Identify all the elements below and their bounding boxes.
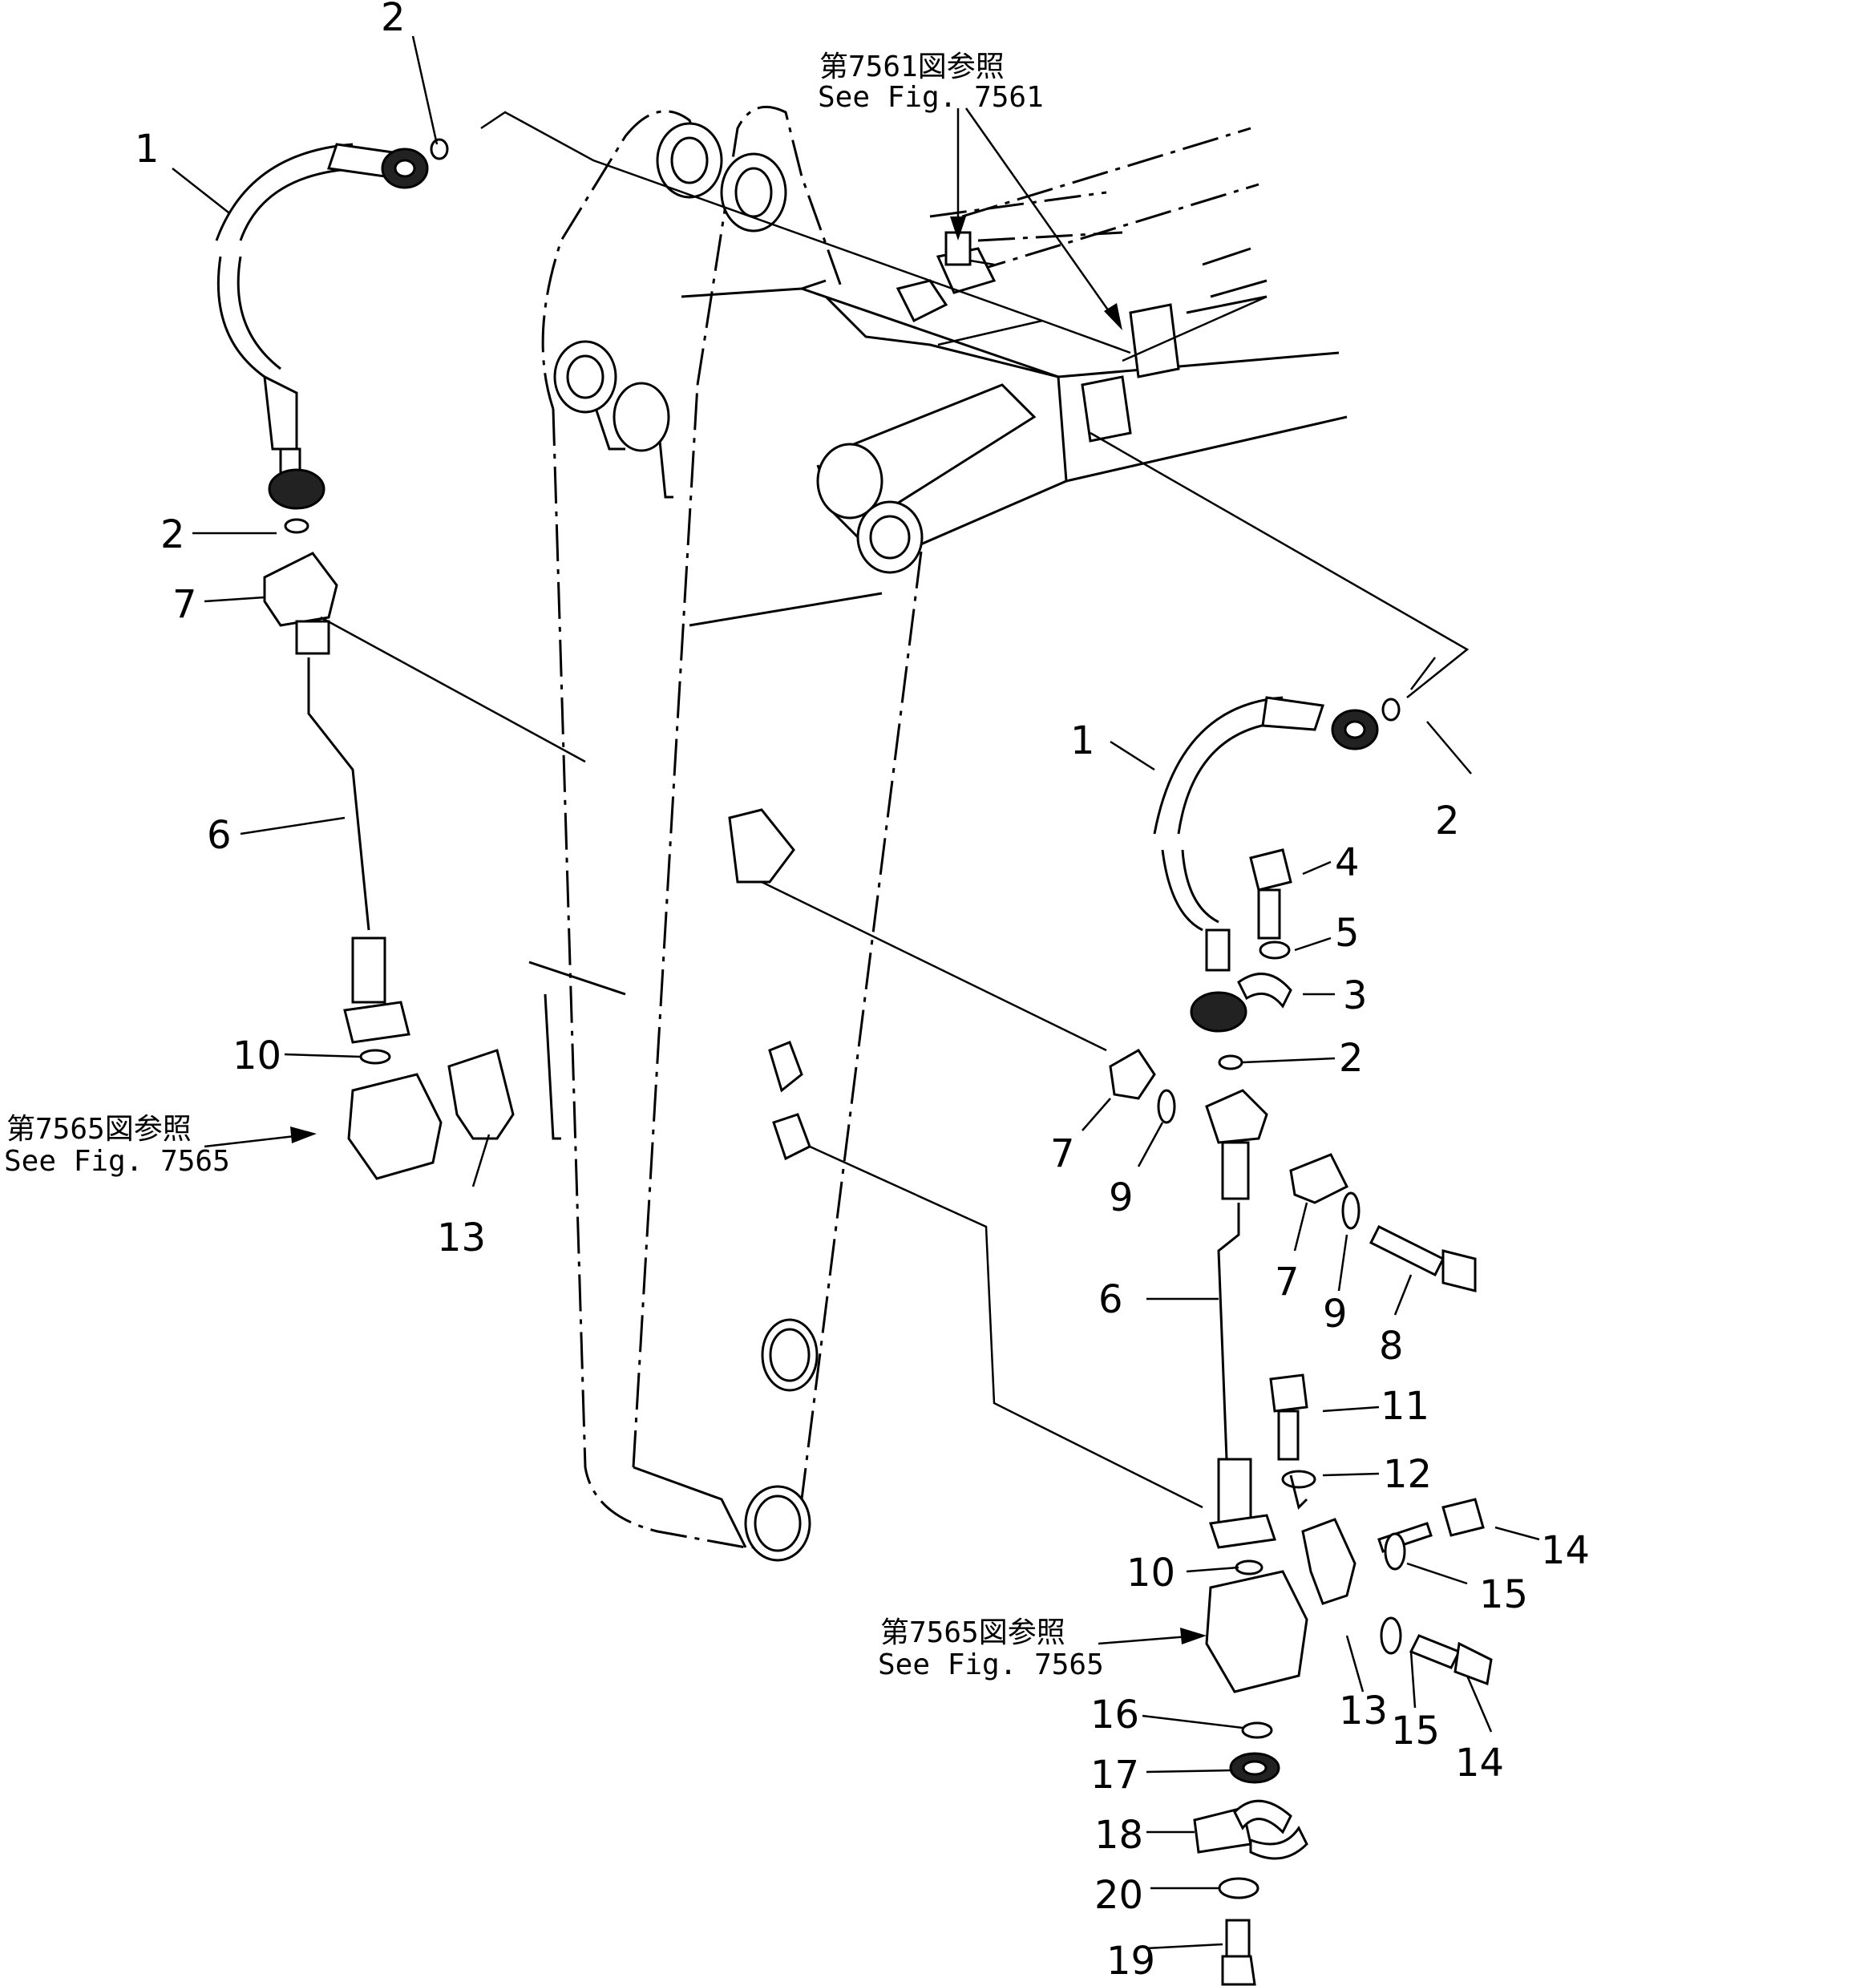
o-ring-icon	[1241, 1721, 1273, 1739]
reference-bottom-jp: 第7565図参照	[880, 1616, 1065, 1649]
callout-10: 10	[232, 1033, 281, 1078]
callout-11: 11	[1381, 1384, 1429, 1429]
callout-14: 14	[1541, 1528, 1590, 1573]
o-ring-icon	[284, 518, 309, 534]
callout-9: 9	[1109, 1175, 1134, 1220]
callout-17: 17	[1090, 1753, 1139, 1798]
callout-7: 7	[172, 582, 197, 627]
callout-19: 19	[1106, 1939, 1155, 1984]
figure-references: 第7561図参照 See Fig. 7561 第7565図参照 See Fig.…	[4, 51, 1104, 1681]
reference-bottom-en: See Fig. 7565	[878, 1648, 1104, 1681]
callout-5: 5	[1335, 911, 1360, 956]
callout-1: 1	[135, 127, 160, 172]
o-ring-icon	[1218, 1054, 1243, 1070]
callout-2: 2	[1339, 1036, 1364, 1081]
reference-top-jp: 第7561図参照	[819, 51, 1005, 83]
callout-8: 8	[1379, 1324, 1404, 1369]
callout-6: 6	[207, 813, 232, 858]
callout-2: 2	[381, 0, 406, 40]
callout-10: 10	[1126, 1551, 1175, 1596]
callout-12: 12	[1383, 1452, 1432, 1497]
right-hose-assembly	[1109, 696, 1493, 1986]
callout-20: 20	[1094, 1873, 1143, 1918]
callout-2: 2	[1435, 799, 1460, 843]
callout-16: 16	[1090, 1693, 1139, 1737]
left-hose-assembly	[215, 138, 586, 1180]
leader-lines	[172, 35, 1540, 1950]
boom-foot-housing	[801, 127, 1348, 574]
callout-3: 3	[1343, 973, 1368, 1018]
callout-labels: 2 1 2 7 6 10 13 1 2 4 5 3 2 7 9 7 9 8 6 …	[135, 0, 1590, 1984]
callout-1: 1	[1070, 718, 1095, 763]
callout-13: 13	[1339, 1689, 1388, 1733]
callout-14: 14	[1455, 1741, 1504, 1786]
callout-7: 7	[1275, 1260, 1300, 1304]
callout-6: 6	[1098, 1277, 1123, 1322]
callout-15: 15	[1391, 1709, 1440, 1753]
o-ring-icon	[430, 138, 449, 160]
reference-top-en: See Fig. 7561	[818, 81, 1044, 114]
o-ring-icon	[1235, 1559, 1263, 1575]
boom-arm	[528, 105, 924, 1562]
reference-arrows	[204, 107, 1207, 1645]
callout-4: 4	[1335, 840, 1360, 885]
callout-13: 13	[437, 1215, 486, 1260]
callout-7: 7	[1050, 1131, 1075, 1176]
reference-left-jp: 第7565図参照	[6, 1113, 192, 1146]
callout-15: 15	[1479, 1572, 1528, 1617]
callout-9: 9	[1323, 1292, 1348, 1337]
reference-left-en: See Fig. 7565	[4, 1145, 230, 1178]
o-ring-icon	[359, 1049, 391, 1065]
callout-2: 2	[160, 512, 185, 557]
callout-18: 18	[1094, 1813, 1143, 1858]
o-ring-icon	[1381, 698, 1401, 722]
